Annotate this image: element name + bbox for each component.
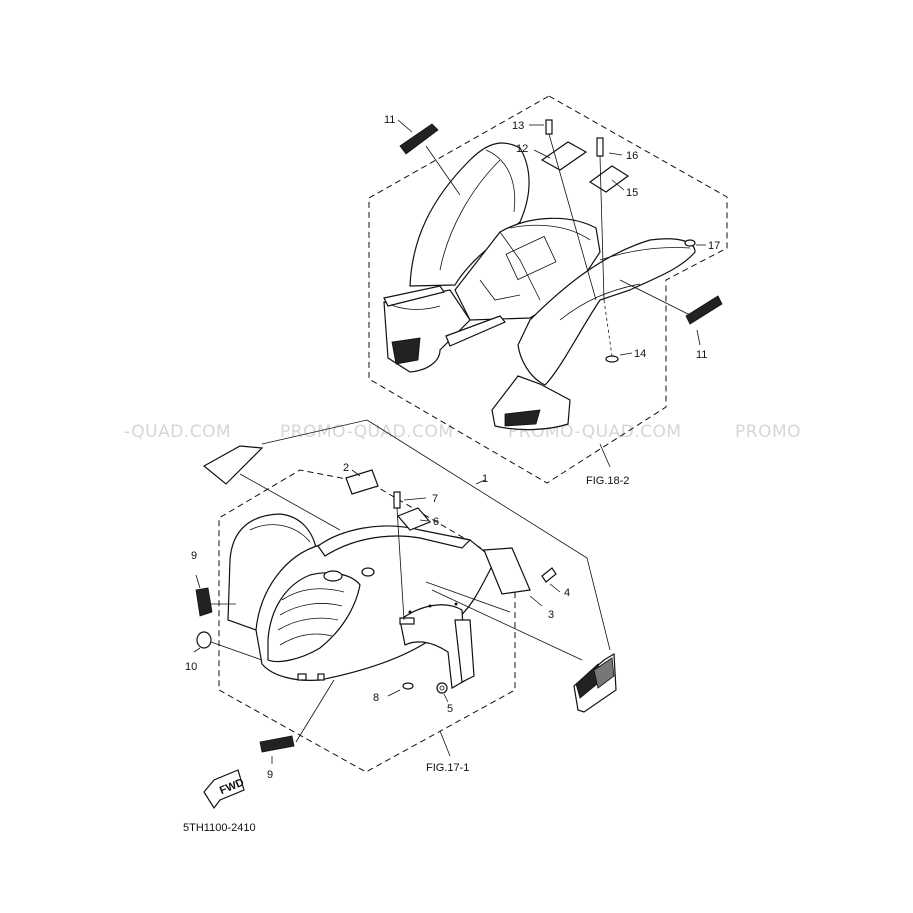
drawing-code: 5TH1100-2410	[183, 822, 256, 834]
bolt-7	[393, 491, 401, 509]
callout-4: 4	[564, 587, 570, 599]
callout-2: 2	[343, 462, 349, 474]
fig-ref-front: FIG.17-1	[426, 762, 469, 774]
callout-11-top: 11	[384, 114, 395, 126]
callout-13: 13	[512, 120, 524, 132]
rear-small-parts	[399, 119, 723, 363]
watermark-2: PROMO-QUAD.COM	[280, 422, 454, 442]
callout-1: 1	[482, 473, 488, 485]
callout-11-right: 11	[696, 349, 707, 361]
plate-2	[345, 469, 379, 495]
callout-16: 16	[626, 150, 638, 162]
bolt-4	[541, 567, 557, 583]
bolt-13	[545, 119, 553, 135]
front-fender	[227, 513, 496, 689]
emblem-9-lower	[259, 735, 295, 753]
callout-9-lower: 9	[267, 769, 273, 781]
washer-8	[402, 682, 414, 690]
panel-3	[483, 547, 531, 595]
emblem-11-left	[399, 123, 439, 155]
callout-8: 8	[373, 692, 379, 704]
bolt-16	[596, 137, 604, 157]
watermark-1: -QUAD.COM	[124, 422, 231, 442]
rear-group-boundary	[368, 95, 728, 484]
front-small-parts	[195, 445, 617, 753]
watermark-4: PROMO	[735, 422, 801, 442]
callout-3: 3	[548, 609, 554, 621]
callout-17: 17	[708, 240, 720, 252]
callout-14: 14	[634, 348, 646, 360]
fwd-arrow: FWD	[203, 769, 246, 810]
emblem-11-right	[685, 295, 723, 325]
plate-6	[396, 507, 432, 531]
callout-12: 12	[516, 143, 528, 155]
fig-ref-rear: FIG.18-2	[586, 475, 629, 487]
cap-10	[196, 631, 212, 649]
callout-10: 10	[185, 661, 197, 673]
callout-15: 15	[626, 187, 638, 199]
callout-6: 6	[433, 516, 439, 528]
callout-9-left: 9	[191, 550, 197, 562]
emblem-9-left	[195, 587, 213, 617]
sticker-top-left	[202, 445, 264, 485]
callout-5: 5	[447, 703, 453, 715]
washer-14	[605, 355, 619, 363]
callout-7: 7	[432, 493, 438, 505]
nut-5	[436, 682, 448, 694]
washer-17	[684, 239, 696, 247]
plate-12	[540, 141, 588, 171]
front-group-boundary	[218, 469, 516, 773]
rear-fender	[383, 142, 696, 431]
